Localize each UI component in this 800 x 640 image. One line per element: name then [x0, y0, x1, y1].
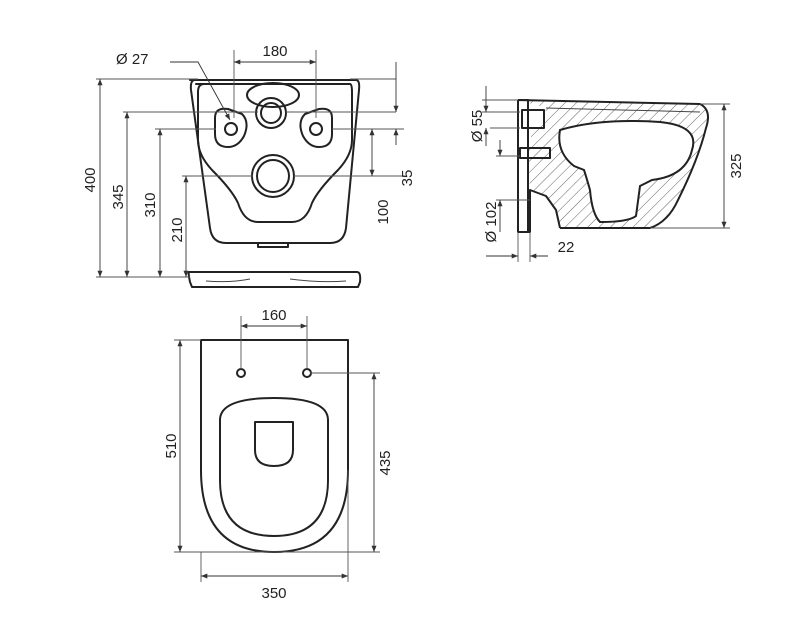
side-view: Ø 55 Ø 102 22 325 — [469, 86, 745, 262]
side-inlet-stub — [521, 109, 545, 129]
front-right-fixing-hole — [309, 122, 323, 136]
front-body-outline — [189, 79, 361, 244]
front-inlet-outer — [255, 97, 287, 129]
front-extension-lines — [96, 50, 404, 278]
label-180: 180 — [262, 43, 287, 60]
label-350: 350 — [261, 585, 286, 602]
label-325: 325 — [728, 153, 745, 178]
label-510: 510 — [163, 433, 180, 458]
label-345: 345 — [110, 184, 127, 209]
side-wall-plate — [518, 99, 529, 232]
side-bowl-cavity — [558, 120, 695, 224]
front-outlet-inner — [256, 159, 290, 193]
front-upper-lug — [246, 82, 300, 108]
seat-profile — [187, 271, 362, 288]
front-inner-contour — [195, 83, 353, 223]
front-left-fixing-hole — [224, 122, 238, 136]
top-outer-outline — [200, 339, 349, 553]
top-seat-opening — [219, 397, 329, 537]
side-outlet-stub — [519, 147, 551, 159]
label-35: 35 — [399, 170, 416, 187]
label-100: 100 — [375, 199, 392, 224]
top-view: 160 510 435 350 — [163, 307, 394, 602]
label-dia-27: Ø 27 — [116, 51, 149, 68]
front-view: Ø 27 180 400 345 310 210 35 100 — [82, 43, 416, 288]
side-rim — [545, 107, 701, 113]
label-22: 22 — [558, 239, 575, 256]
front-right-fixing-lug — [299, 107, 333, 148]
label-dia-55: Ø 55 — [469, 110, 486, 143]
dim-leader-27 — [170, 61, 231, 121]
front-inlet-inner — [260, 102, 282, 124]
label-400: 400 — [82, 167, 99, 192]
front-left-fixing-lug — [214, 107, 248, 148]
label-160: 160 — [261, 307, 286, 324]
label-310: 310 — [142, 192, 159, 217]
top-bowl-well — [254, 421, 294, 467]
front-base-stub — [257, 243, 289, 248]
label-210: 210 — [169, 217, 186, 242]
label-dia-102: Ø 102 — [483, 202, 500, 243]
seat-profile-inner — [205, 278, 347, 283]
label-435: 435 — [377, 450, 394, 475]
